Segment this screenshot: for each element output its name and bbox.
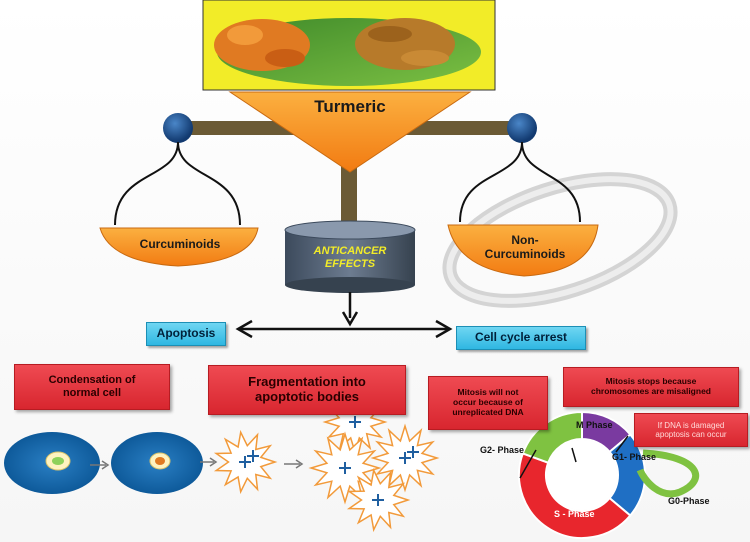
- left-string-a: [114, 141, 179, 226]
- right-string-a: [459, 141, 523, 223]
- m-pointer: [571, 447, 577, 463]
- g0-loop: [636, 449, 700, 498]
- decorative-swirl: [442, 172, 678, 308]
- mitosis-not-line2: occur because of: [453, 397, 523, 408]
- g1-pointer: [615, 435, 629, 453]
- turmeric-funnel: [228, 91, 472, 173]
- anticancer-line1: ANTICANCER: [313, 245, 387, 258]
- s-phase-label: S - Phase: [554, 509, 595, 519]
- apoptotic-bodies: [213, 389, 440, 533]
- mitosis-not-line1: Mitosis will not: [457, 387, 519, 398]
- condensation-box: Condensation of normal cell: [14, 364, 170, 410]
- g2-pointer: [519, 449, 537, 479]
- arrow-to-condensed: [90, 460, 110, 470]
- apoptotic-body: [346, 467, 411, 533]
- non-curcuminoids-line1: Non-: [511, 233, 539, 248]
- non-curcuminoids-pan: [447, 224, 599, 277]
- non-curcuminoids-label: Non- Curcuminoids: [455, 228, 595, 268]
- apoptotic-body: [213, 429, 278, 495]
- condensation-line1: Condensation of: [48, 374, 136, 387]
- mitosis-stops-box: Mitosis stops because chromosomes are mi…: [563, 367, 739, 407]
- curcuminoids-pan: [99, 227, 259, 267]
- turmeric-photo: [202, 0, 496, 91]
- mitosis-not-box: Mitosis will not occur because of unrepl…: [428, 376, 548, 430]
- condensed-cell: [111, 432, 203, 494]
- right-knob: [507, 113, 537, 143]
- cell-cycle-donut: [518, 410, 646, 539]
- s-phase-segment: [518, 452, 632, 539]
- cell-cycle-arrest-box: Cell cycle arrest: [456, 326, 586, 350]
- condensation-line2: normal cell: [62, 387, 122, 399]
- left-knob: [163, 113, 193, 143]
- mitosis-stops-line1: Mitosis stops because: [605, 376, 697, 387]
- fragmentation-box: Fragmentation into apoptotic bodies: [208, 365, 406, 415]
- apoptosis-box: Apoptosis: [146, 322, 226, 346]
- g1-phase-label: G1- Phase: [612, 452, 657, 462]
- mitosis-not-line3: unreplicated DNA: [452, 406, 524, 417]
- g2-phase-segment: [521, 410, 583, 464]
- curcuminoids-label: Curcuminoids: [139, 237, 221, 252]
- fragmentation-line2: apoptotic bodies: [255, 389, 359, 404]
- donut-hole: [547, 440, 617, 510]
- m-phase-label: M Phase: [576, 420, 613, 430]
- anticancer-cylinder: [284, 220, 416, 293]
- mitosis-stops-line2: chromosomes are misaligned: [591, 386, 711, 396]
- left-string-b: [177, 141, 241, 226]
- anticancer-effects-label: ANTICANCER EFFECTS: [290, 240, 410, 276]
- turmeric-title: Turmeric: [314, 97, 386, 117]
- g2-phase-label: G2- Phase: [480, 445, 525, 455]
- dna-damaged-box: If DNA is damaged apoptosis can occur: [634, 413, 748, 447]
- normal-cell: [4, 432, 100, 494]
- fragmentation-line1: Fragmentation into: [248, 374, 366, 390]
- right-string-b: [521, 141, 581, 223]
- arrow-to-fragment: [200, 457, 218, 467]
- dna-damaged-line1: If DNA is damaged: [657, 420, 725, 430]
- center-down-arrow: [341, 292, 359, 327]
- anticancer-line2: EFFECTS: [324, 258, 376, 270]
- bidirectional-arrow: [235, 319, 453, 339]
- non-curcuminoids-line2: Curcuminoids: [484, 247, 566, 261]
- dna-damaged-line2: apoptosis can occur: [655, 430, 727, 439]
- g0-phase-label: G0-Phase: [668, 496, 710, 506]
- apoptotic-body: [370, 423, 440, 493]
- arrow-to-bodies: [284, 459, 304, 469]
